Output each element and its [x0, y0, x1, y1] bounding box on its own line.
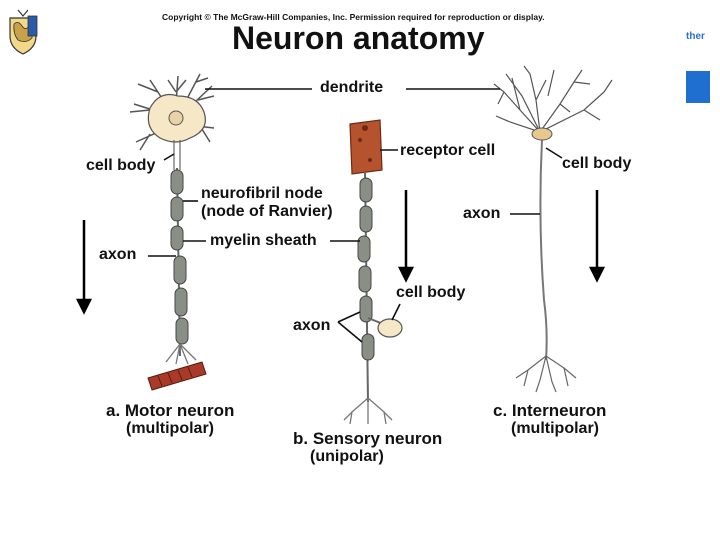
- sensory-myelin-sheath: [357, 177, 375, 361]
- axon-label-inter: axon: [463, 205, 501, 222]
- sensory-neuron: [343, 119, 403, 425]
- inter-terminals: [515, 355, 577, 393]
- sensory-terminals: [343, 397, 393, 425]
- interneuron-subcaption: (multipolar): [511, 420, 599, 437]
- receptor-cell-icon: [349, 119, 383, 175]
- motor-nucleus: [168, 110, 184, 126]
- page-title: Neuron anatomy: [232, 20, 485, 56]
- cell-body-label-sensory: cell body: [396, 284, 466, 301]
- myelin-sheath-label: myelin sheath: [210, 232, 317, 249]
- sensory-neuron-subcaption: (unipolar): [310, 448, 384, 465]
- inter-axon-line: [539, 139, 548, 361]
- cell-body-label-motor: cell body: [86, 157, 156, 174]
- down-arrow-icon: [75, 190, 606, 315]
- interneuron-caption: c. Interneuron: [493, 401, 607, 420]
- interneuron: [493, 65, 613, 393]
- sensory-neuron-caption: b. Sensory neuron: [293, 429, 443, 448]
- leader-lines: [148, 88, 563, 343]
- axon-label-sensory: axon: [293, 317, 331, 334]
- corner-text: ther: [686, 31, 705, 42]
- axon-label-motor: axon: [99, 246, 137, 263]
- sensory-cell-body: [377, 318, 403, 338]
- muscle-fiber-icon: [147, 361, 207, 391]
- cell-body-label-inter: cell body: [562, 155, 632, 172]
- node-of-ranvier-label: (node of Ranvier): [201, 203, 333, 220]
- inter-dendrites: [493, 65, 613, 133]
- blue-tab: [686, 71, 710, 103]
- motor-terminals: [165, 343, 197, 365]
- motor-neuron-subcaption: (multipolar): [126, 420, 214, 437]
- university-crest-icon: [9, 9, 38, 55]
- copyright-notice: Copyright © The McGraw-Hill Companies, I…: [162, 12, 545, 22]
- motor-neuron: [129, 73, 215, 391]
- motor-myelin-sheath: [170, 169, 189, 345]
- motor-neuron-caption: a. Motor neuron: [106, 401, 235, 420]
- dendrite-label: dendrite: [320, 79, 384, 96]
- receptor-cell-label: receptor cell: [400, 142, 496, 159]
- inter-cell-body: [531, 127, 553, 141]
- neurofibril-node-label: neurofibril node: [201, 185, 323, 202]
